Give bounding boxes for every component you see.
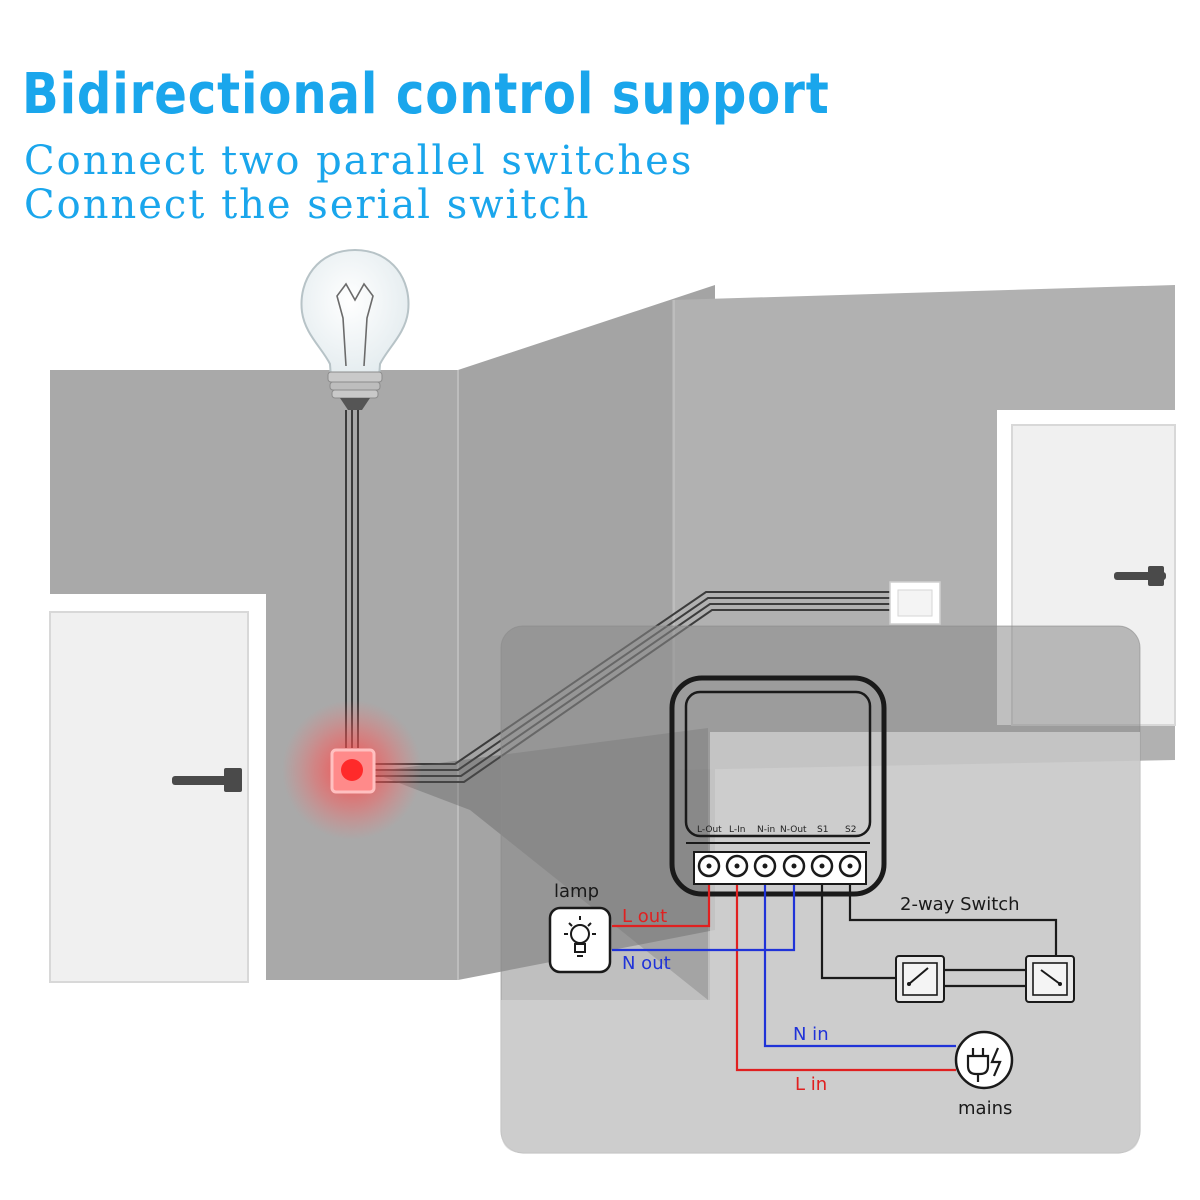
headline: Bidirectional control support [22,62,830,127]
terminal-labels: L-Out L-In N-in N-Out S1 S2 [697,825,856,835]
wall-switch [889,581,941,625]
lamp-label: lamp [554,881,599,902]
wire-l-in [735,868,956,1072]
cable-bulb [345,410,359,748]
two-way-switch-label: 2-way Switch [900,894,1020,915]
wire-n-in [763,868,956,1048]
n-out-label: N out [622,953,671,974]
terminal-label: S2 [845,825,856,835]
terminal-label: N-Out [780,825,807,835]
wires [612,868,1058,1072]
subtitle-serial: Connect the serial switch [24,182,591,228]
wire-l-out [612,868,711,928]
wiring-labels: lamp L out N out 2-way Switch N in L in … [554,881,1020,1119]
l-in-label: L in [795,1074,827,1095]
plug-icon [954,1030,1014,1090]
mains-label: mains [958,1098,1012,1119]
subtitle-parallel: Connect two parallel switches [24,138,694,184]
terminal-block [693,851,867,885]
left-door [49,594,266,983]
wire-n-out [612,868,796,952]
n-in-label: N in [793,1024,829,1045]
wire-s2 [848,868,1058,978]
light-bulb-icon [300,248,410,410]
inwall-module-glow [282,700,422,840]
l-out-label: L out [622,906,667,927]
terminal-label: S1 [817,825,828,835]
terminal-label: L-In [729,825,745,835]
two-way-switch-left [895,955,945,1003]
terminal-label: N-in [757,825,775,835]
lamp-icon [548,906,612,974]
two-way-switch-right [1025,955,1075,1003]
smart-switch-module [669,675,887,897]
terminal-label: L-Out [697,825,722,835]
wire-s1 [820,868,898,980]
